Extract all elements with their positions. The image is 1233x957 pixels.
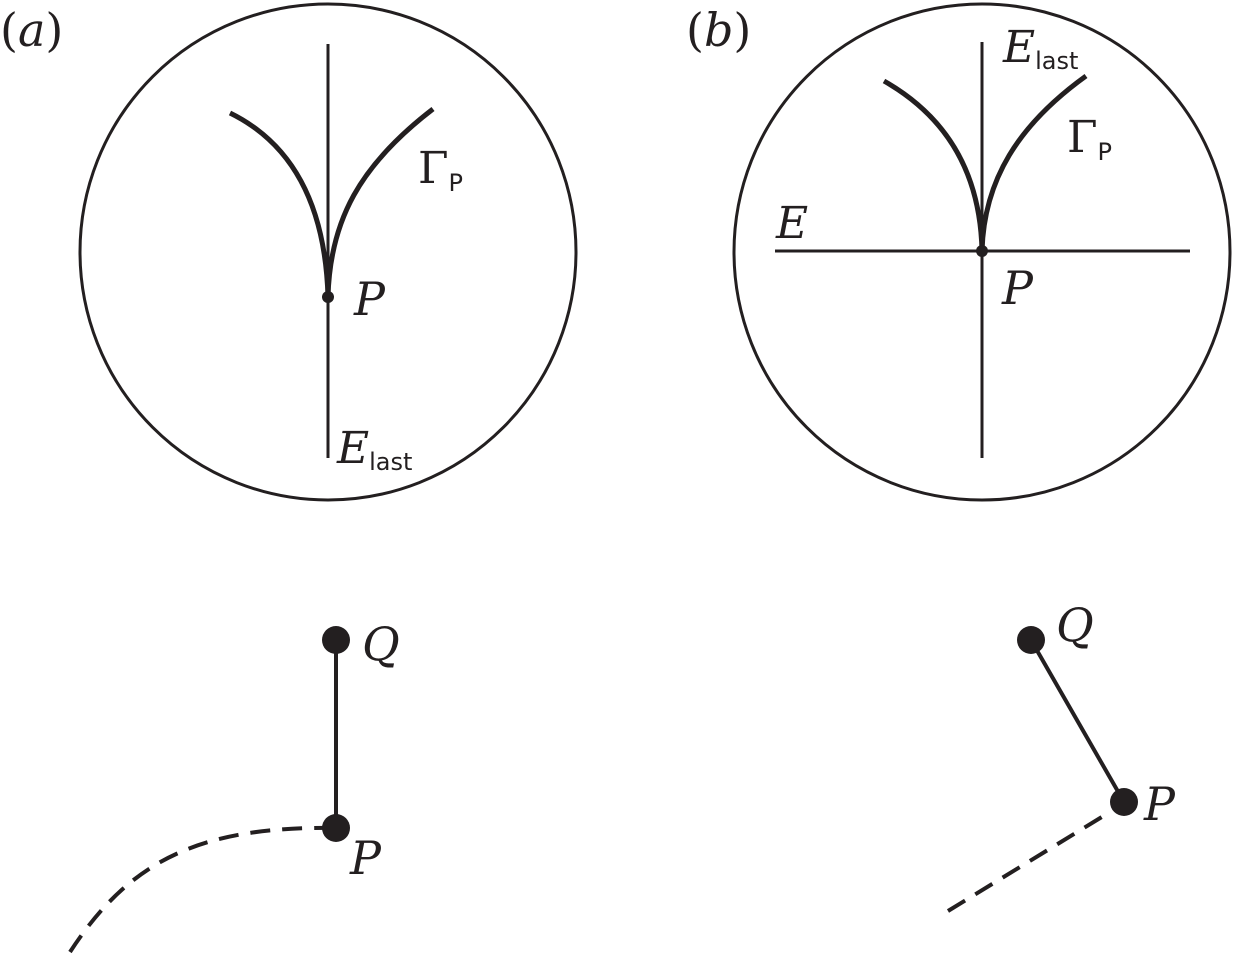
panel-b-horizontal-e-label: E (775, 198, 808, 249)
panel-b-gamma-subscript: P (1098, 138, 1112, 166)
panel-a-tag-close: ) (45, 3, 63, 57)
panel-a-tree-vertex-p (322, 814, 350, 842)
panel-b-tag-letter: b (704, 3, 733, 57)
panel-b-tree-q-label: Q (1056, 598, 1094, 652)
panel-a-exceptional-label: Elast (336, 423, 412, 476)
panel-b: (b) Elast ΓP E P Q P (686, 2, 1232, 913)
panel-a-gamma-subscript: P (449, 169, 463, 197)
panel-b-exceptional-label: Elast (1002, 22, 1078, 75)
panel-b-gamma-right-branch (979, 73, 1088, 252)
panel-a-gamma-right-branch (325, 107, 435, 298)
panel-b-tree-vertex-p (1110, 788, 1138, 816)
panel-b-tag: (b) (686, 3, 751, 57)
panel-a-neighborhood-circle (78, 2, 578, 502)
panel-a-tag: (a) (0, 3, 63, 57)
panel-b-exceptional-e: E (1002, 22, 1035, 73)
panel-b-gamma-left-branch (882, 78, 985, 252)
panel-a-tree-p-label: P (349, 831, 382, 885)
panel-a: (a) ΓP P Elast Q P (0, 2, 578, 954)
panel-b-point-p-label: P (1001, 261, 1034, 315)
panel-b-tag-open: ( (686, 3, 704, 57)
panel-a-tag-open: ( (0, 3, 18, 57)
panel-a-point-p-label: P (353, 272, 386, 326)
panel-b-gamma-label: ΓP (1067, 112, 1112, 166)
panel-a-tree-q-label: Q (362, 617, 400, 671)
panel-a-tag-letter: a (18, 3, 45, 57)
panel-b-tree-dashed-branch (946, 810, 1112, 913)
panel-a-point-p-dot (322, 291, 334, 303)
panel-a-exceptional-subscript: last (369, 448, 412, 476)
panel-b-tree-edge (1029, 639, 1126, 803)
panel-b-neighborhood-circle (732, 2, 1232, 502)
panel-a-gamma-left-branch (228, 110, 331, 298)
panel-a-tree-vertex-q (322, 626, 350, 654)
panel-a-gamma-symbol: Γ (418, 143, 449, 194)
panel-b-tree-vertex-q (1017, 626, 1045, 654)
panel-a-gamma-label: ΓP (418, 143, 463, 197)
panel-b-tag-close: ) (733, 3, 751, 57)
panel-b-exceptional-subscript: last (1035, 47, 1078, 75)
panel-b-point-p-dot (976, 245, 988, 257)
panel-a-exceptional-e: E (336, 423, 369, 474)
panel-a-tree-dashed-branch (68, 825, 337, 954)
panel-b-gamma-symbol: Γ (1067, 112, 1098, 163)
panel-b-tree-p-label: P (1143, 777, 1176, 831)
